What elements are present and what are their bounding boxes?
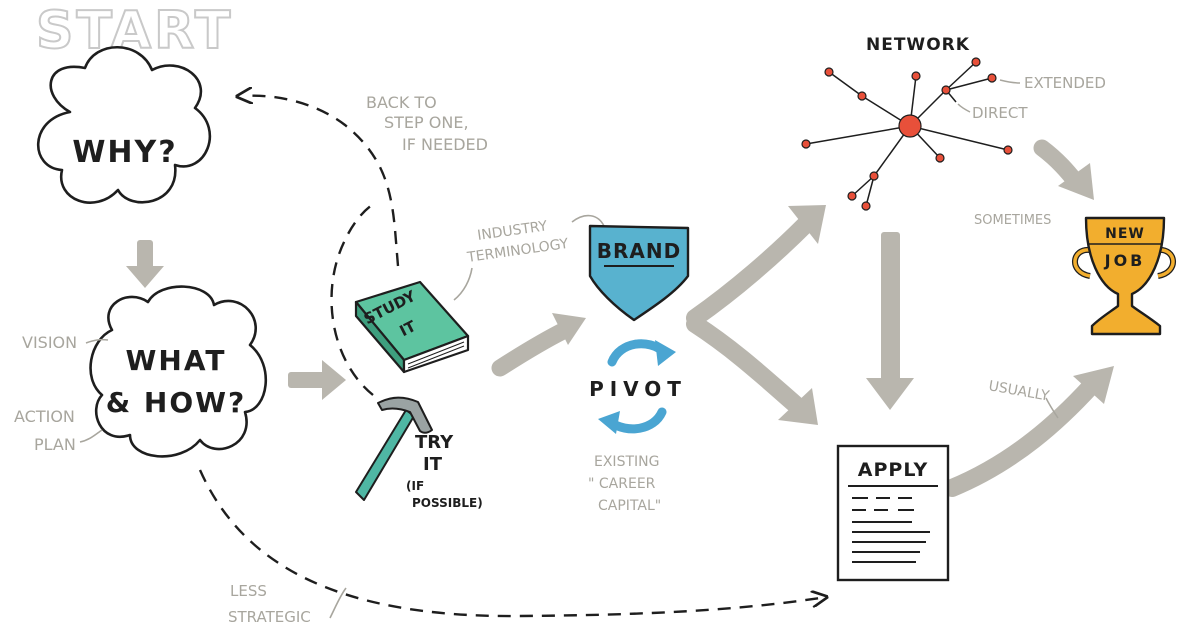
dashed-less-strategic-arrow [198,469,820,618]
arrow-brand-to-network [686,205,826,327]
try-it-label: IT [423,454,443,475]
new-label: NEW [1105,226,1145,242]
apply-document: APPLY [836,444,950,582]
usually-connector [1045,397,1059,419]
hammer-icon [355,396,433,501]
less-annotation-1: LESS [230,582,267,600]
less-annotation-2: STRATEGIC [228,608,311,626]
existing-annotation-3: CAPITAL" [598,498,661,514]
trophy-icon [1072,216,1176,336]
pivot-cycle-icon [598,339,676,434]
action-annotation: ACTION [14,407,75,426]
back-annotation-2: STEP ONE, [384,113,469,132]
job-label: JOB [1104,251,1146,270]
how-label: & HOW? [106,386,247,419]
existing-annotation-1: EXISTING [594,454,659,470]
brand-shield: BRAND [588,224,690,322]
vision-connector [85,338,109,344]
pivot-label: PIVOT [589,377,687,401]
dashed-side-arc [330,204,374,396]
extended-annotation: EXTENDED [1024,74,1106,92]
network-nodes [801,57,1013,211]
arrow-what-to-study [288,360,346,400]
arrow-study-to-brand [491,313,586,377]
direct-connector [957,103,971,113]
study-book: STUDY IT [354,280,470,374]
network-title: NETWORK [866,35,970,55]
apply-label: APPLY [858,459,928,481]
try-note-1: (IF [406,479,424,493]
industry-connector-2 [571,214,605,227]
what-label: WHAT [126,344,227,377]
brand-label: BRAND [597,239,681,263]
why-cloud: WHY? [36,46,212,204]
why-label: WHY? [72,135,177,170]
industry-connector [453,267,473,301]
arrow-apply-to-job [943,366,1114,497]
plan-annotation: PLAN [34,435,76,454]
what-how-cloud: WHAT & HOW? [89,285,268,458]
arrow-network-to-apply [866,232,914,410]
less-connector [329,587,347,619]
existing-annotation-2: " CAREER [588,476,656,492]
vision-annotation: VISION [22,333,77,352]
arrow-why-to-what [126,240,164,288]
direct-annotation: DIRECT [972,104,1028,122]
try-note-2: POSSIBLE) [412,496,483,510]
back-annotation-1: BACK TO [366,93,437,112]
action-connector [79,429,103,443]
extended-connector [999,79,1021,84]
arrow-network-to-job [1033,139,1094,200]
sometimes-annotation: SOMETIMES [974,213,1051,228]
try-label: TRY [415,432,454,453]
arrow-brand-to-apply [686,315,818,425]
back-annotation-3: IF NEEDED [402,135,488,154]
usually-annotation: USUALLY [987,378,1051,404]
dashed-back-arrow [244,96,400,267]
